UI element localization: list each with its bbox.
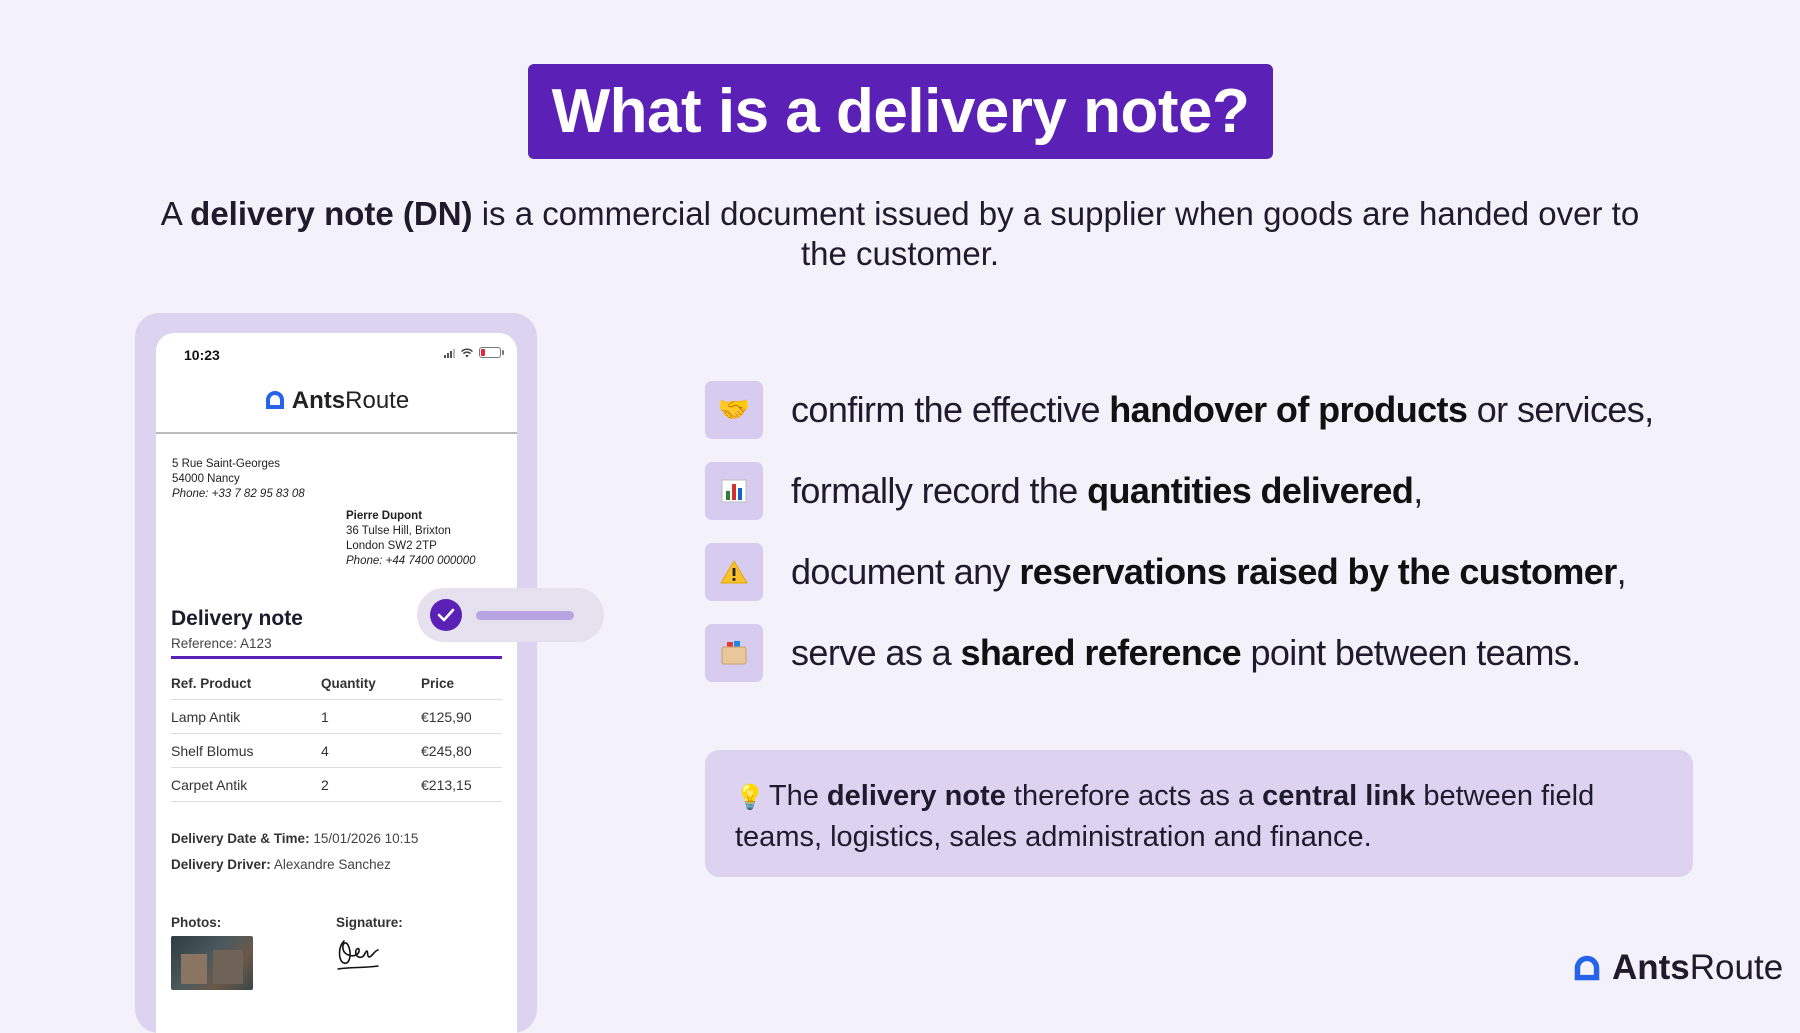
intro-suffix: is a commercial document issued by a sup…: [472, 195, 1640, 272]
cell-price: €125,90: [421, 708, 472, 725]
point-text: formally record the quantities delivered…: [791, 470, 1423, 512]
signal-icon: [444, 348, 455, 358]
col-header-quantity: Quantity: [321, 675, 376, 691]
phone-logo: AntsRoute: [156, 387, 517, 415]
cell-price: €213,15: [421, 776, 472, 793]
delivery-photo[interactable]: [171, 936, 253, 990]
point-pre: serve as a: [791, 632, 961, 673]
recipient-address: Pierre Dupont 36 Tulse Hill, Brixton Lon…: [346, 509, 476, 569]
point-pre: formally record the: [791, 470, 1088, 511]
recipient-street: 36 Tulse Hill, Brixton: [346, 525, 451, 537]
sender-city: 54000 Nancy: [172, 473, 240, 485]
intro-bold: delivery note (DN): [190, 195, 473, 232]
handshake-icon: 🤝: [705, 381, 763, 439]
logo-bold: Ants: [291, 387, 346, 414]
logo-rest: Route: [345, 387, 410, 414]
point-post: ,: [1616, 551, 1627, 592]
col-header-product: Ref. Product: [171, 675, 252, 691]
point-pre: document any: [791, 551, 1020, 592]
point-bold: shared reference: [960, 632, 1242, 673]
document-title: Delivery note: [171, 607, 303, 630]
callout-mid: therefore acts as a: [1005, 780, 1263, 812]
signature-drawing: [337, 940, 379, 970]
cell-product: Carpet Antik: [171, 776, 248, 793]
point-bold: handover of products: [1109, 389, 1468, 430]
photos-label: Photos:: [171, 915, 222, 930]
products-table: Ref. Product Quantity Price Lamp Antik 1…: [171, 667, 502, 802]
callout-pre: The: [768, 780, 827, 812]
table-row: Lamp Antik 1 €125,90: [171, 700, 502, 734]
cell-quantity: 1: [321, 708, 329, 725]
callout-bold-1: delivery note: [826, 780, 1006, 812]
warning-icon: [705, 543, 763, 601]
brand-bold: Ants: [1612, 948, 1690, 987]
wifi-icon: [461, 348, 473, 357]
table-row: Shelf Blomus 4 €245,80: [171, 734, 502, 768]
recipient-phone: Phone: +44 7400 000000: [346, 555, 476, 567]
antsroute-logo-icon: [1574, 955, 1600, 981]
title-underline: [171, 656, 502, 659]
folder-icon: [705, 624, 763, 682]
point-text: confirm the effective handover of produc…: [791, 389, 1654, 431]
header-divider: [156, 432, 517, 434]
delivery-datetime-label: Delivery Date & Time:: [171, 831, 310, 846]
progress-bar: [476, 611, 574, 620]
table-header: Ref. Product Quantity Price: [171, 667, 502, 700]
callout-bold-2: central link: [1262, 780, 1416, 812]
point-item: document any reservations raised by the …: [705, 543, 1627, 601]
antsroute-logo-icon: [265, 391, 284, 409]
delivery-driver-label: Delivery Driver:: [171, 857, 271, 872]
bar-chart-icon: [705, 462, 763, 520]
point-item: serve as a shared reference point betwee…: [705, 624, 1581, 682]
cell-product: Shelf Blomus: [171, 742, 254, 759]
point-item: 🤝 confirm the effective handover of prod…: [705, 381, 1654, 439]
point-post: ,: [1413, 470, 1423, 511]
intro-text: A delivery note (DN) is a commercial doc…: [140, 194, 1660, 274]
check-icon: [430, 599, 462, 631]
table-row: Carpet Antik 2 €213,15: [171, 768, 502, 802]
cell-quantity: 4: [321, 742, 329, 759]
point-post: point between teams.: [1241, 632, 1581, 673]
status-icons: [444, 347, 504, 358]
point-item: formally record the quantities delivered…: [705, 462, 1423, 520]
battery-icon: [479, 347, 504, 358]
delivery-datetime-value: 15/01/2026 10:15: [309, 831, 419, 846]
sender-address: 5 Rue Saint-Georges 54000 Nancy Phone: +…: [172, 457, 305, 502]
delivery-datetime: Delivery Date & Time: 15/01/2026 10:15: [171, 831, 418, 846]
point-text: serve as a shared reference point betwee…: [791, 632, 1581, 674]
point-post: or services,: [1467, 389, 1654, 430]
point-bold: quantities delivered: [1087, 470, 1414, 511]
delivery-driver: Delivery Driver: Alexandre Sanchez: [171, 857, 391, 872]
callout-post: between field teams, logistics, sales ad…: [735, 780, 1595, 853]
col-header-price: Price: [421, 675, 455, 691]
validation-pill: [417, 588, 604, 642]
document-reference: Reference: A123: [171, 636, 272, 651]
intro-prefix: A: [160, 195, 191, 232]
phone-screen: 10:23 AntsRoute 5 Rue Saint-Georges 5400…: [156, 333, 517, 1033]
page-title: What is a delivery note?: [528, 64, 1273, 159]
signature-label: Signature:: [336, 915, 403, 930]
cell-quantity: 2: [321, 776, 329, 793]
recipient-name: Pierre Dupont: [346, 510, 423, 522]
point-bold: reservations raised by the customer: [1019, 551, 1617, 592]
point-text: document any reservations raised by the …: [791, 551, 1627, 593]
cell-price: €245,80: [421, 742, 472, 759]
delivery-driver-value: Alexandre Sanchez: [270, 857, 391, 872]
point-pre: confirm the effective: [791, 389, 1110, 430]
brand-rest: Route: [1689, 948, 1784, 987]
sender-phone: Phone: +33 7 82 95 83 08: [172, 488, 305, 500]
sender-street: 5 Rue Saint-Georges: [172, 458, 281, 470]
status-time: 10:23: [184, 347, 220, 363]
callout-box: 💡The delivery note therefore acts as a c…: [705, 750, 1693, 877]
recipient-city: London SW2 2TP: [346, 540, 437, 552]
cell-product: Lamp Antik: [171, 708, 241, 725]
lightbulb-icon: 💡: [735, 783, 765, 811]
